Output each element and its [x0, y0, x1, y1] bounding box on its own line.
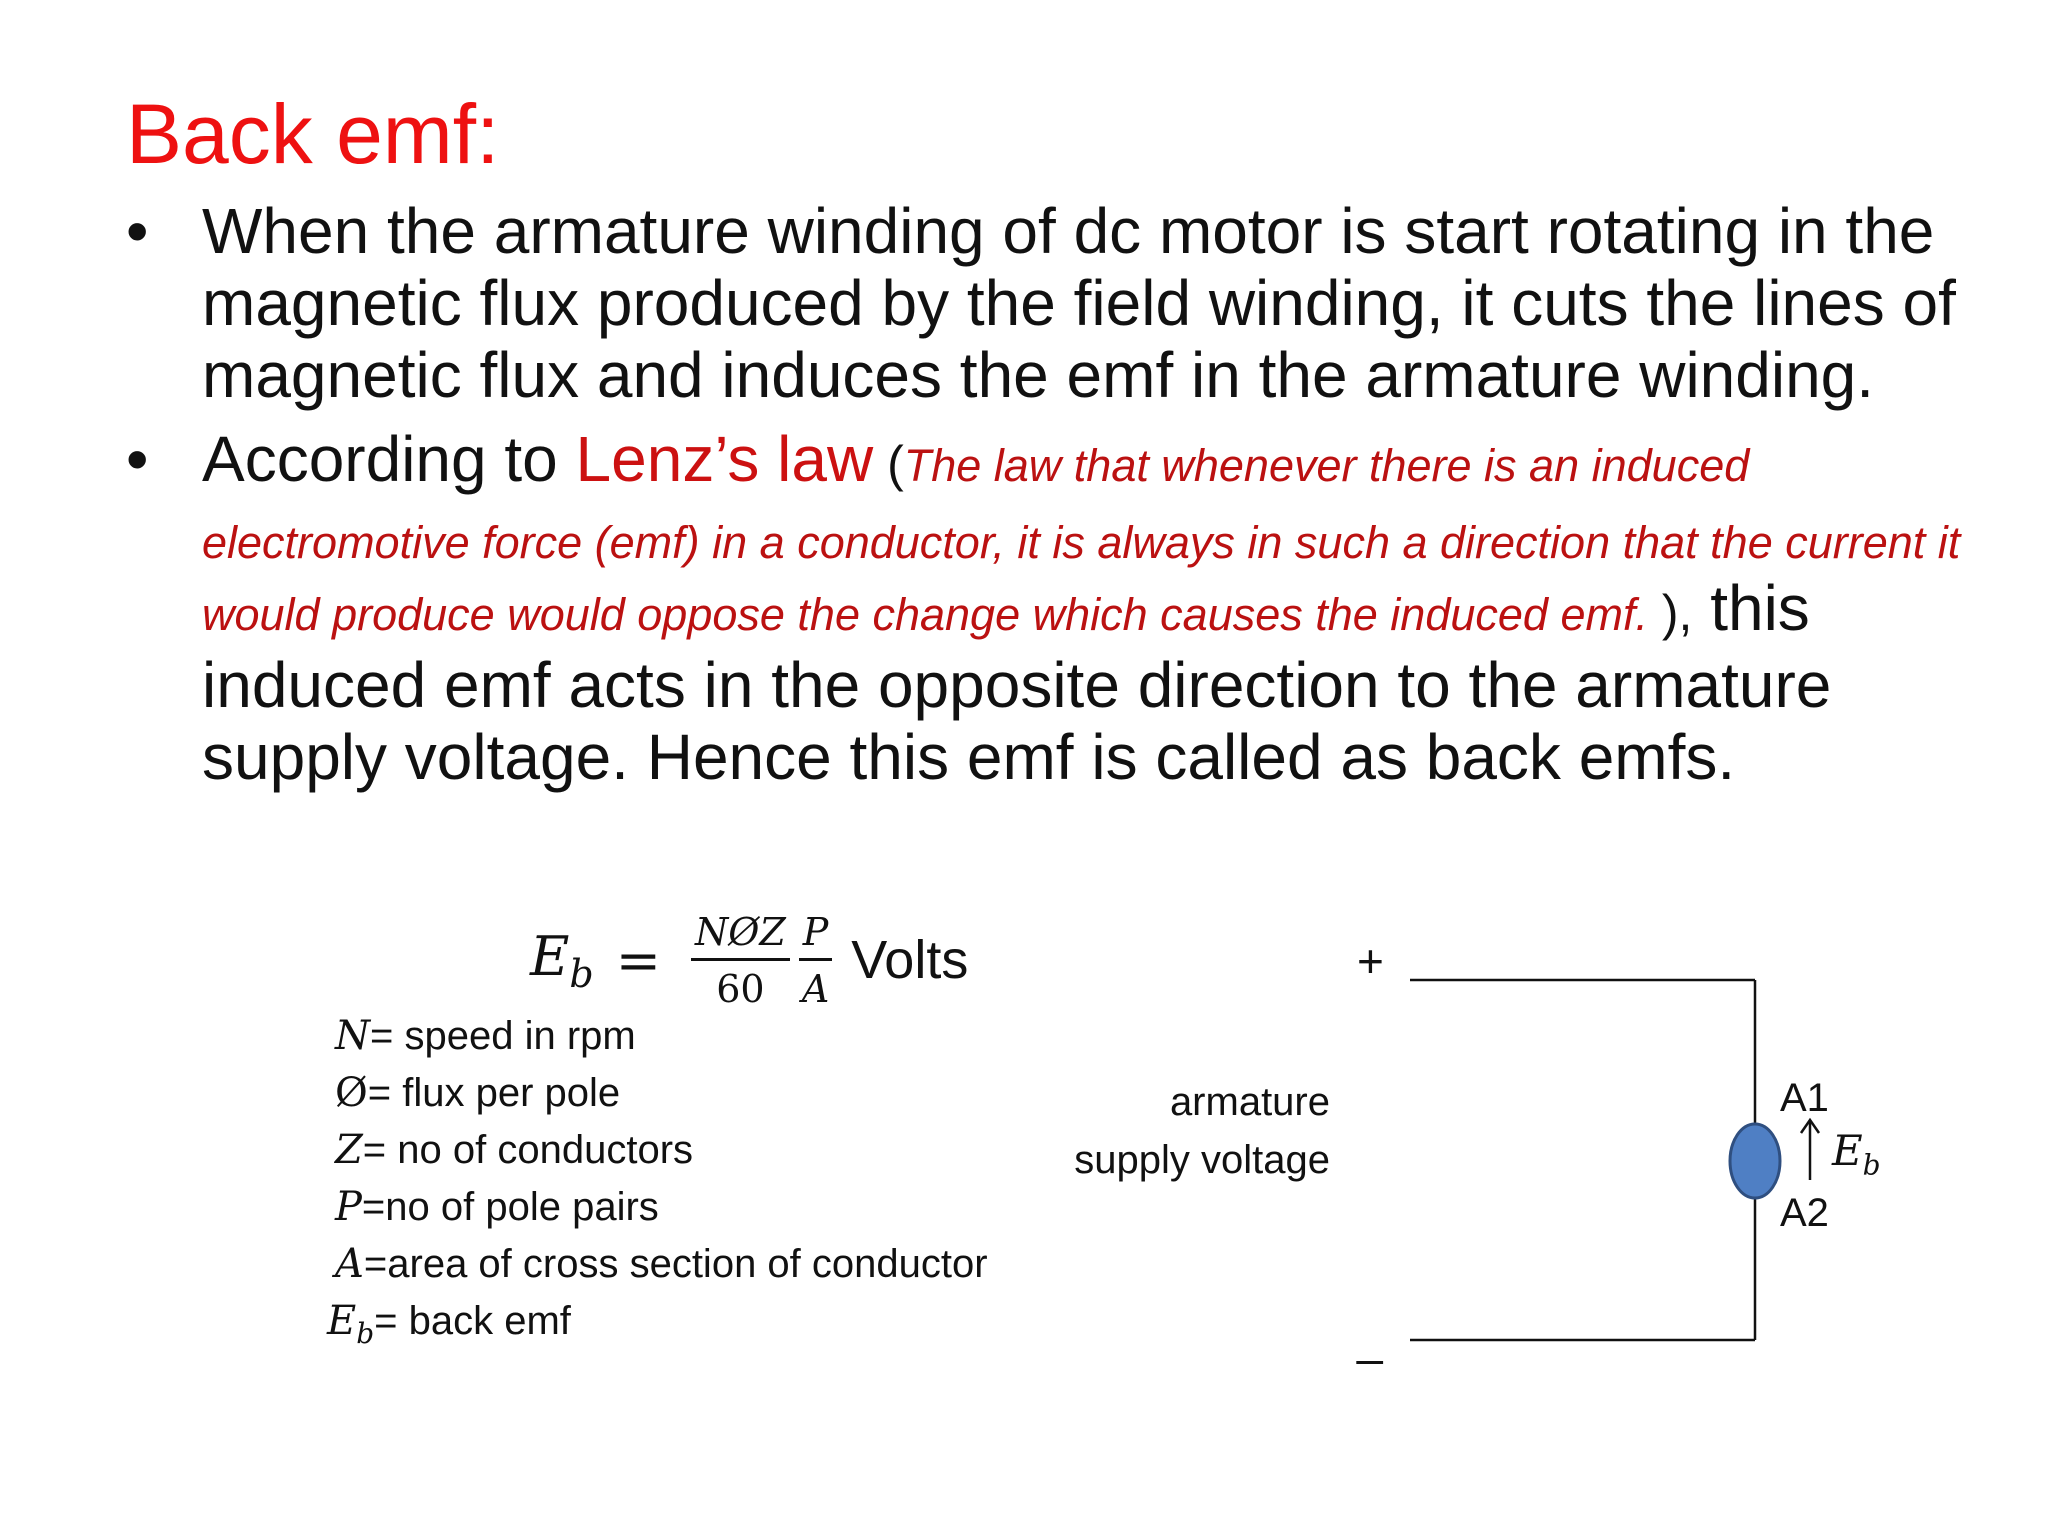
back-emf-symbol-label: Eb [1832, 1126, 1881, 1182]
armature-icon [1728, 1122, 1782, 1200]
terminal-a2-label: A2 [1780, 1191, 1829, 1235]
bullet-suffix: this induced emf acts in the opposite di… [202, 572, 1832, 793]
plus-terminal-label: + [1357, 935, 1384, 987]
lenz-law-highlight: Lenz’s law [575, 423, 874, 495]
definition-row: Ø= flux per pole [335, 1070, 621, 1116]
back-emf-formula: Eb = NØZ 60 P A Volts [530, 905, 968, 1015]
definition-row: P=no of pole pairs [335, 1184, 659, 1230]
paren-close: ), [1647, 585, 1693, 641]
bullet-item-lenz: • According to Lenz’s law (The law that … [126, 423, 2006, 793]
bullet-prefix: According to [202, 423, 576, 495]
emf-arrow-head-icon [1799, 1117, 1821, 1134]
minus-terminal-label: _ [1357, 1313, 1383, 1365]
fraction-p-a: P A [798, 910, 833, 1011]
bullet-item-armature: • When the armature winding of dc motor … [126, 195, 2006, 411]
symbol-definitions: N= speed in rpm Ø= flux per pole Z= no o… [327, 1008, 988, 1362]
definition-row: A=area of cross section of conductor [335, 1241, 988, 1287]
definition-row: N= speed in rpm [335, 1013, 636, 1059]
fraction-denominator: A [801, 966, 830, 1011]
fraction-denominator: 60 [716, 966, 765, 1011]
bullet-dot-icon: • [126, 423, 149, 495]
fraction-nphiz-60: NØZ 60 [691, 910, 790, 1011]
definition-row: Eb= back emf [327, 1298, 571, 1350]
definition-row: Z= no of conductors [335, 1127, 694, 1173]
paren-open: ( [873, 436, 904, 492]
armature-supply-voltage-label: armature supply voltage [1074, 1080, 1330, 1182]
terminal-a1-label: A1 [1780, 1076, 1829, 1120]
bullet-list: • When the armature winding of dc motor … [126, 195, 2006, 793]
bullet-text: When the armature winding of dc motor is… [202, 195, 1956, 411]
lenz-law-definition: The law that whenever there is an induce… [202, 440, 1961, 640]
slide-title: Back emf: [126, 87, 500, 181]
formula-lhs: Eb [530, 924, 594, 996]
fraction-numerator: P [798, 910, 833, 961]
fraction-numerator: NØZ [691, 910, 790, 961]
formula-unit: Volts [851, 930, 969, 990]
bullet-dot-icon: • [126, 195, 149, 267]
formula-equals: = [615, 928, 661, 992]
